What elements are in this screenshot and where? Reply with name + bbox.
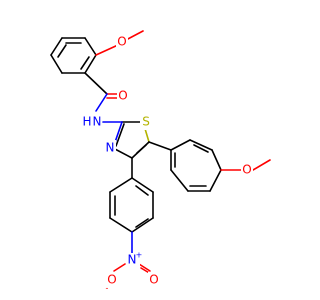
n-thiazole-label: N <box>106 141 115 155</box>
o-nitro-right-label: O <box>149 273 158 287</box>
s-thiazole-label: S <box>142 115 150 129</box>
n-nitro-label: N <box>128 253 137 267</box>
o-carbonyl-label: O <box>118 89 127 103</box>
molecule-structure: O O H N S N O N + O - O <box>50 30 271 293</box>
o-methoxy-top-label: O <box>117 35 126 49</box>
atom-labels: O O H N S N O N + O - O <box>80 35 253 293</box>
o-nitro-left-charge: - <box>106 284 109 293</box>
n-nitro-charge: + <box>136 251 143 260</box>
h-amide-label: H <box>82 115 91 129</box>
o-nitro-left-label: O <box>107 273 116 287</box>
n-amide-label: N <box>93 115 102 129</box>
right-methoxyphenyl-ring <box>148 139 271 192</box>
benzamide-ring <box>50 37 97 74</box>
o-methoxy-right-label: O <box>242 163 251 177</box>
